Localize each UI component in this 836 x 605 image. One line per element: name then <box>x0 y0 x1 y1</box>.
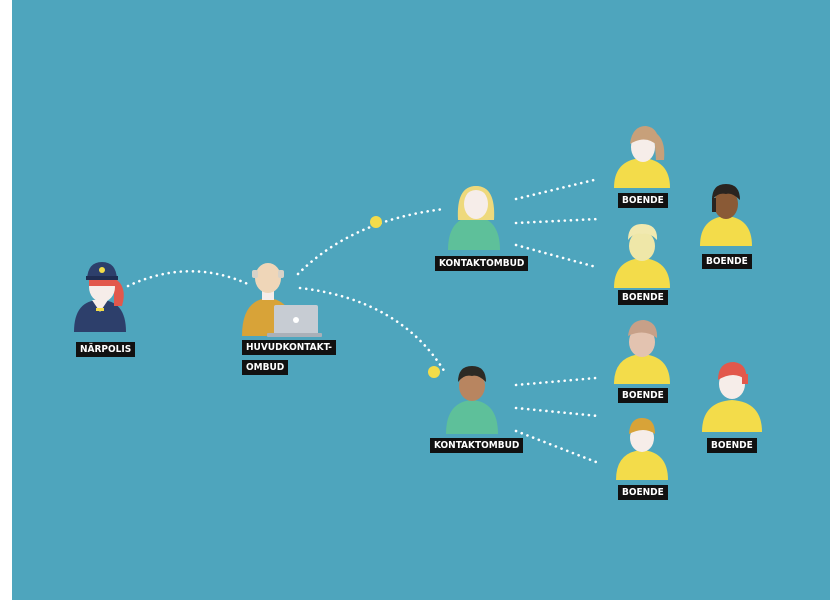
diagram-canvas <box>74 126 762 480</box>
contact-person-bottom-icon <box>446 366 498 434</box>
label-police: NÄRPOLIS <box>76 342 136 357</box>
contact-person-top-icon <box>448 186 500 250</box>
connector-top-to-resident-2 <box>514 217 600 225</box>
connector-bottom-to-resident-4 <box>514 376 598 387</box>
connector-main-to-contact-top <box>296 207 446 276</box>
label-resident-3: BOENDE <box>618 388 668 403</box>
connector-top-to-resident-3 <box>514 243 598 269</box>
label-resident-1: BOENDE <box>618 193 668 208</box>
network-diagram: NÄRPOLIS HUVUDKONTAKT- OMBUD KONTAKTOMBU… <box>12 0 830 600</box>
connector-node-dot-top <box>370 216 382 228</box>
label-resident-6: BOENDE <box>707 438 757 453</box>
resident-icon-6 <box>702 362 762 432</box>
police-officer-icon <box>74 262 126 332</box>
connector-bottom-to-resident-5 <box>514 406 600 418</box>
label-main-contact-line1: HUVUDKONTAKT- <box>242 340 336 355</box>
connectors <box>126 177 600 464</box>
label-contact-top: KONTAKTOMBUD <box>435 256 529 271</box>
label-main-contact-line2: OMBUD <box>242 360 289 375</box>
resident-icon-4 <box>616 418 668 480</box>
resident-icon-5 <box>700 184 752 246</box>
label-resident-5: BOENDE <box>702 254 752 269</box>
resident-icon-2 <box>614 224 670 288</box>
connector-police-to-main <box>126 269 252 288</box>
connector-node-dot-bottom <box>428 366 440 378</box>
connector-bottom-to-resident-6 <box>514 429 598 464</box>
label-resident-4: BOENDE <box>618 485 668 500</box>
label-contact-bottom: KONTAKTOMBUD <box>430 438 524 453</box>
connector-main-to-contact-bottom <box>298 286 448 376</box>
resident-icon-1 <box>614 126 670 188</box>
laptop-icon <box>267 305 322 337</box>
connector-top-to-resident-1 <box>514 177 600 201</box>
label-resident-2: BOENDE <box>618 290 668 305</box>
resident-icon-3 <box>614 320 670 384</box>
